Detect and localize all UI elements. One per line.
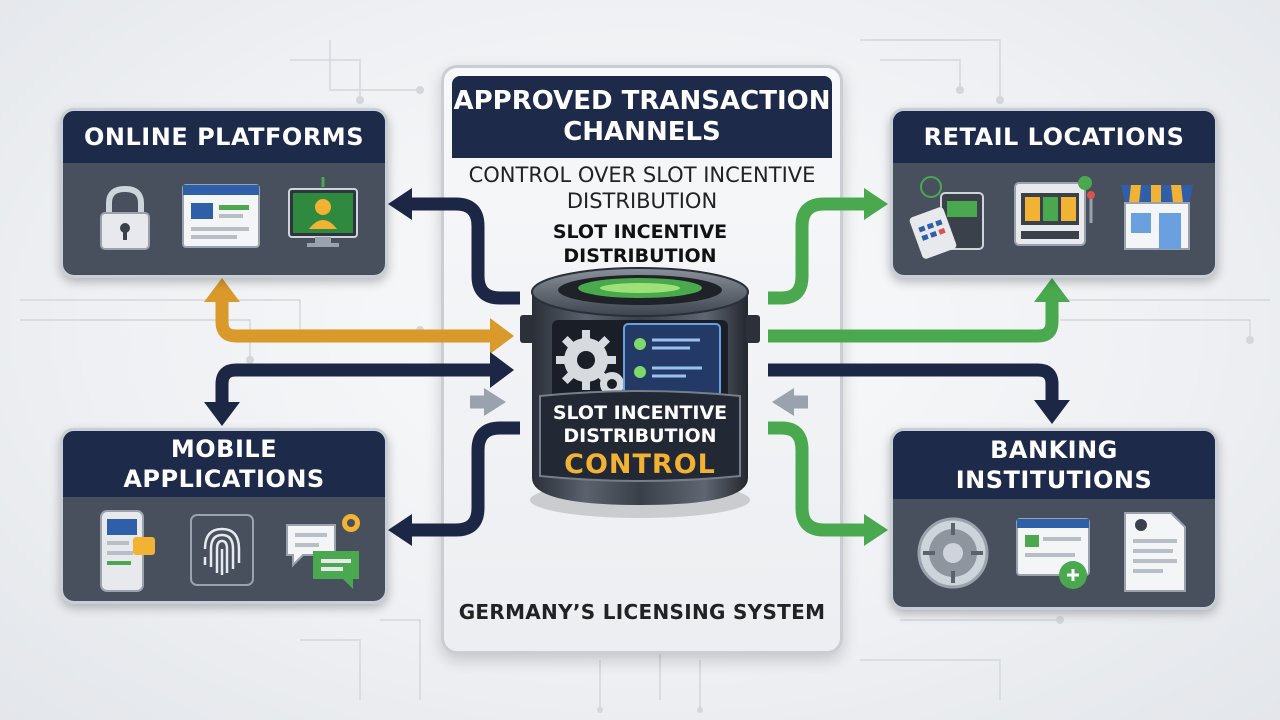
arrow-to-retail-lower: [768, 300, 1059, 343]
panel-title: RETAIL LOCATIONS: [893, 111, 1215, 163]
center-subtitle: CONTROL OVER SLOT INCENTIVE DISTRIBUTION: [468, 163, 816, 213]
smartphone-icon: [100, 510, 155, 592]
certificate-icon: [1124, 512, 1186, 592]
arrow-to-banking: [768, 363, 1059, 404]
chat-bubbles-icon: [286, 514, 360, 589]
arrow-to-retail: [768, 197, 868, 305]
browser-window-icon: [182, 184, 260, 248]
user-monitor-icon: [288, 177, 358, 247]
payment-terminal-icon: [909, 176, 984, 259]
center-title: APPROVED TRANSACTION CHANNELS: [452, 76, 832, 158]
center-subtitle-secondary: SLOT INCENTIVE DISTRIBUTION: [552, 221, 728, 267]
panel-retail-locations: RETAIL LOCATIONS: [890, 108, 1218, 278]
arrow-to-online: [408, 197, 520, 305]
panel-title: MOBILE APPLICATIONS: [63, 431, 385, 497]
storefront-icon: [1121, 185, 1193, 250]
panel-title: BANKING INSTITUTIONS: [893, 431, 1215, 499]
arrow-to-mobile: [215, 363, 490, 410]
vault-icon: [917, 517, 989, 589]
panel-mobile-applications: MOBILE APPLICATIONS: [60, 428, 388, 604]
center-footer: GERMANY’S LICENSING SYSTEM: [458, 600, 826, 624]
panel-banking-institutions: BANKING INSTITUTIONS: [890, 428, 1218, 610]
arrow-to-banking-lower: [768, 421, 868, 537]
bank-document-icon: [1016, 518, 1090, 589]
arrow-from-online: [215, 296, 490, 343]
fingerprint-icon: [190, 514, 254, 586]
cylinder-label: SLOT INCENTIVE DISTRIBUTION: [552, 402, 728, 447]
gear-icon: [556, 330, 624, 396]
panel-online-platforms: ONLINE PLATFORMS: [60, 108, 388, 278]
panel-title: ONLINE PLATFORMS: [63, 111, 385, 163]
arrow-from-cylinder-to-mobile: [408, 421, 520, 537]
slot-machine-icon: [1014, 176, 1095, 246]
lock-icon: [100, 185, 150, 250]
cylinder-control-label: CONTROL: [564, 449, 716, 480]
